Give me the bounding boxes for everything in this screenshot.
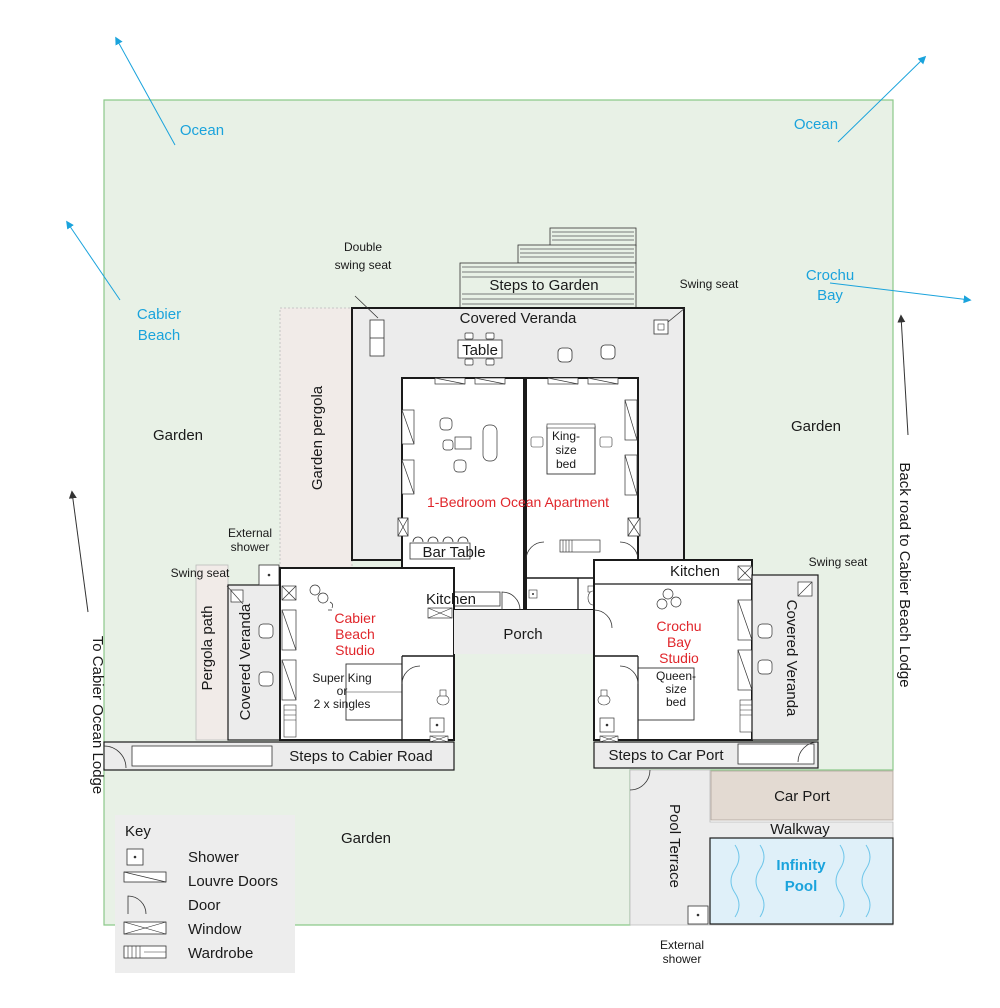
table <box>457 332 503 366</box>
steps-cabier-road-label: Steps to Cabier Road <box>289 748 432 765</box>
car-port <box>710 770 894 821</box>
covered-veranda-right-label: Covered Veranda <box>783 600 800 717</box>
cabier-beach-studio <box>279 567 455 743</box>
wardrobe-icon <box>123 945 167 959</box>
crochu-kitchen-label: Kitchen <box>670 563 720 580</box>
shower-icon <box>126 848 144 866</box>
swing-seat-left-label: Swing seat <box>171 566 230 580</box>
louvre-door-icon <box>123 871 167 883</box>
key-item-louvre-doors: Louvre Doors <box>188 873 278 890</box>
door-icon <box>127 895 147 915</box>
key-item-shower: Shower <box>188 849 239 866</box>
direction-arrows <box>66 36 972 613</box>
to-cabier-ocean-lodge-arrow <box>68 490 89 613</box>
walkway-label: Walkway <box>770 821 830 838</box>
external-shower-bottom-icon <box>687 905 709 925</box>
swing-seat-left-icon <box>226 585 244 605</box>
garden-left-label: Garden <box>153 427 203 444</box>
table-label: Table <box>462 342 498 359</box>
key-title: Key <box>125 823 151 840</box>
covered-veranda-top-label: Covered Veranda <box>460 310 577 327</box>
double-swing-seat-icon <box>354 295 385 357</box>
infinity-pool <box>709 837 894 925</box>
swing-seat-right-icon <box>797 581 813 597</box>
back-road-arrow <box>897 314 909 436</box>
porch-label: Porch <box>503 626 542 643</box>
covered-veranda-left <box>227 584 281 741</box>
steps-to-cabier-road <box>103 741 455 771</box>
apartment-label: 1-Bedroom Ocean Apartment <box>427 494 609 510</box>
key-item-window: Window <box>188 921 242 938</box>
crochu-bay-studio <box>593 559 753 743</box>
chair <box>600 344 616 360</box>
key-panel <box>115 815 295 973</box>
to-cabier-ocean-lodge-label: To Cabier Ocean Lodge <box>89 636 106 794</box>
chair <box>557 347 573 363</box>
porch <box>454 610 594 654</box>
swing-seat-right-label: Swing seat <box>809 555 868 569</box>
swing-seat-top-icon <box>653 307 686 335</box>
steps-to-garden-label: Steps to Garden <box>489 277 598 294</box>
steps-to-car-port <box>593 741 819 769</box>
garden-right-label: Garden <box>791 418 841 435</box>
pergola-path <box>195 564 229 741</box>
external-shower-left-icon <box>258 564 280 586</box>
window-icon <box>123 921 167 935</box>
pergola-path-label: Pergola path <box>199 605 216 690</box>
steps-car-port-label: Steps to Car Port <box>608 747 724 764</box>
ocean-left-label: Ocean <box>180 122 224 139</box>
cabier-beach-arrow <box>66 220 121 301</box>
ocean-left-arrow <box>115 36 176 146</box>
back-road-label: Back road to Cabier Beach Lodge <box>896 462 913 687</box>
garden-bottom-label: Garden <box>341 830 391 847</box>
bar-table-label: Bar Table <box>422 544 485 561</box>
garden-pergola-label: Garden pergola <box>309 385 326 490</box>
key-item-wardrobe: Wardrobe <box>188 945 253 962</box>
kitchen-apartment-label: Kitchen <box>426 591 476 608</box>
car-port-label: Car Port <box>774 788 831 805</box>
ocean-right-arrow <box>837 55 927 143</box>
crochu-bay-arrow <box>829 282 972 304</box>
key-item-door: Door <box>188 897 221 914</box>
ocean-right-label: Ocean <box>794 116 838 133</box>
covered-veranda-left-label: Covered Veranda <box>237 603 254 720</box>
covered-veranda-right <box>751 574 819 741</box>
pool-terrace-label: Pool Terrace <box>666 804 683 888</box>
swing-seat-top-label: Swing seat <box>680 277 739 291</box>
